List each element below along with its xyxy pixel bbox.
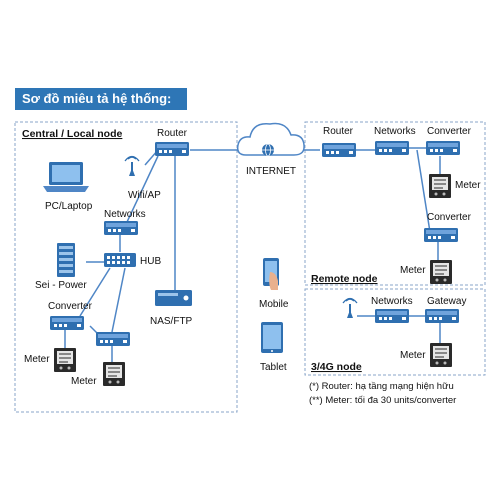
tablet-label: Tablet bbox=[260, 362, 287, 373]
networks-remote-label: Networks bbox=[374, 126, 416, 137]
converter-remote-2-icon bbox=[424, 228, 458, 242]
connection-lines bbox=[64, 147, 441, 365]
meter-remote-1-label: Meter bbox=[455, 180, 481, 191]
nas-label: NAS/FTP bbox=[150, 316, 193, 327]
gateway-label: Gateway bbox=[427, 296, 466, 307]
meter-remote-2-label: Meter bbox=[400, 265, 426, 276]
meter-4g-label: Meter bbox=[400, 350, 426, 361]
networks-4g-label: Networks bbox=[371, 296, 413, 307]
internet-label: INTERNET bbox=[246, 166, 296, 177]
globe-icon bbox=[262, 143, 274, 157]
meter-central-2-label: Meter bbox=[71, 376, 97, 387]
pc-label: PC/Laptop bbox=[45, 201, 93, 212]
meter-central-2-icon bbox=[103, 362, 125, 386]
meter-4g-icon bbox=[430, 343, 452, 367]
remote-node-border bbox=[304, 121, 486, 286]
networks-4g-icon bbox=[375, 309, 409, 323]
hub-label: HUB bbox=[140, 256, 161, 267]
wifi-label: Wifi/AP bbox=[128, 190, 161, 201]
central-node-border bbox=[14, 121, 238, 413]
central-node-title: Central / Local node bbox=[22, 128, 123, 140]
meter-remote-1-icon bbox=[429, 174, 451, 198]
wifi-antenna-icon bbox=[124, 155, 140, 177]
laptop-icon bbox=[43, 162, 89, 192]
router-central-icon bbox=[155, 142, 189, 156]
hub-icon bbox=[104, 253, 136, 267]
meter-central-1-icon bbox=[54, 348, 76, 372]
router-note: (*) Router: hạ tầng mạng hiện hữu bbox=[309, 381, 454, 392]
converter-central-label: Converter bbox=[48, 301, 93, 312]
nas-icon bbox=[155, 290, 192, 306]
converter-remote-1-icon bbox=[426, 141, 460, 155]
cloud-icon bbox=[236, 122, 305, 156]
converter-central-2-icon bbox=[96, 332, 130, 346]
router-central-label: Router bbox=[157, 128, 188, 139]
converter-remote-1-label: Converter bbox=[427, 126, 472, 137]
gateway-icon bbox=[425, 309, 459, 323]
diagram-title: Sơ đồ miêu tả hệ thống: bbox=[15, 88, 187, 110]
remote-node-title: Remote node bbox=[311, 273, 378, 285]
sei-power-label: Sei - Power bbox=[35, 280, 87, 291]
router-remote-label: Router bbox=[323, 126, 354, 137]
meter-central-1-label: Meter bbox=[24, 354, 50, 365]
cellular-antenna-icon bbox=[342, 297, 358, 319]
networks-central-label: Networks bbox=[104, 209, 146, 220]
meter-remote-2-icon bbox=[430, 260, 452, 284]
smartphone-icon bbox=[263, 258, 279, 290]
converter-central-1-icon bbox=[50, 316, 84, 330]
mobile-label: Mobile bbox=[259, 299, 289, 310]
mobile-node-border bbox=[304, 288, 486, 376]
router-remote-icon bbox=[322, 143, 356, 157]
tablet-icon bbox=[261, 322, 283, 353]
networks-central-icon bbox=[104, 221, 138, 235]
meter-note: (**) Meter: tối đa 30 units/converter bbox=[309, 395, 456, 406]
mobile-node-title: 3/4G node bbox=[311, 361, 362, 373]
converter-remote-2-label: Converter bbox=[427, 212, 472, 223]
server-icon bbox=[57, 243, 75, 277]
networks-remote-icon bbox=[375, 141, 409, 155]
